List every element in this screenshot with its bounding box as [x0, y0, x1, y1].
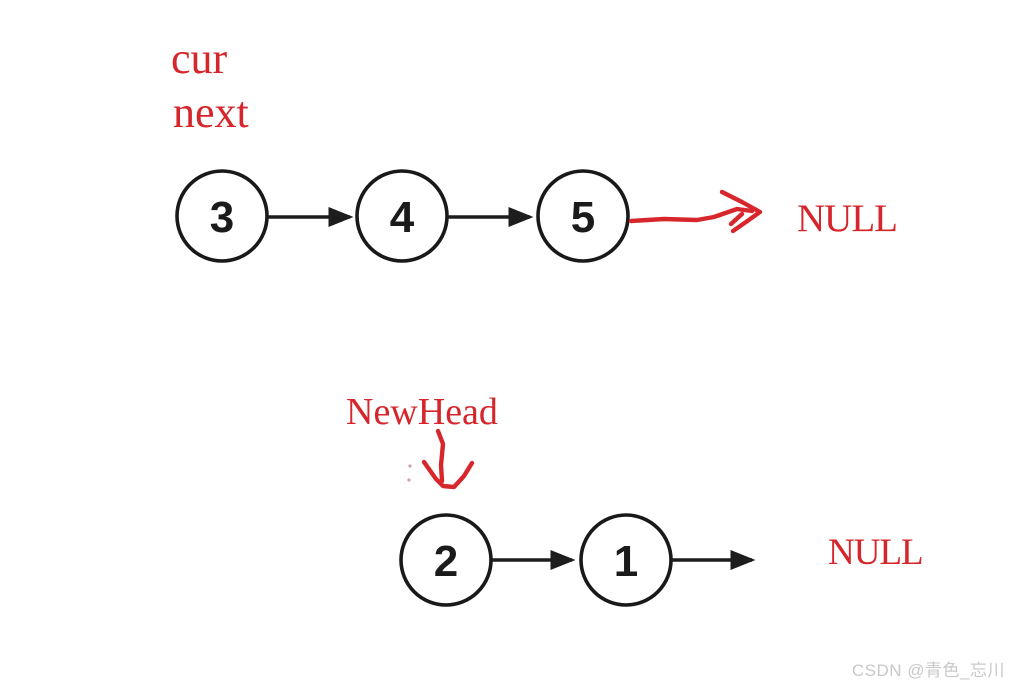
ink-speck	[408, 464, 412, 468]
node-circle	[579, 513, 673, 607]
list-node: 3	[175, 169, 269, 263]
list-node: 2	[399, 513, 493, 607]
node-value: 2	[434, 537, 458, 586]
list-node: 5	[536, 169, 630, 263]
csdn-watermark: CSDN @青色_忘川	[851, 661, 1005, 680]
list-node: 1	[579, 513, 673, 607]
node-circle	[355, 169, 449, 263]
null-label-top: NULL	[797, 197, 898, 240]
list-node: 4	[355, 169, 449, 263]
ink-speck	[407, 478, 411, 482]
node-value: 4	[390, 193, 415, 242]
linked-list-top: 3 4 5	[175, 169, 763, 263]
node-circle	[536, 169, 630, 263]
linked-list-bottom: 2 1	[399, 513, 756, 607]
node-value: 1	[614, 537, 638, 586]
null-label-bottom: NULL	[828, 532, 924, 573]
node-value: 5	[571, 193, 595, 242]
pointer-label-cur: cur	[171, 34, 228, 83]
red-null-pointer-arrow	[628, 189, 763, 234]
node-value: 3	[210, 193, 234, 242]
pointer-label-next: next	[173, 88, 249, 137]
newhead-arrow	[407, 428, 475, 490]
node-circle	[399, 513, 493, 607]
node-circle	[175, 169, 269, 263]
pointer-label-newhead: NewHead	[346, 391, 498, 433]
